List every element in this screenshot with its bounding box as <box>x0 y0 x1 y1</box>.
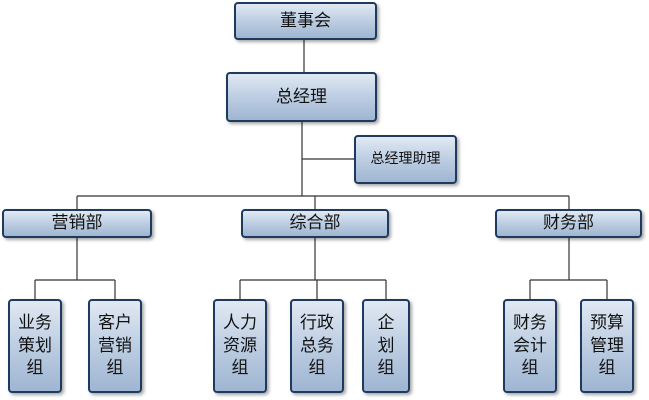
node-business-planning-group-label: 业务策划组 <box>18 312 52 379</box>
node-accounting-group: 财务会计组 <box>503 299 557 393</box>
node-general-manager: 总经理 <box>226 72 377 122</box>
node-marketing-dept: 营销部 <box>2 209 152 238</box>
node-chairman: 董事会 <box>234 2 377 40</box>
node-general-manager-label: 总经理 <box>276 86 327 107</box>
node-accounting-group-label: 财务会计组 <box>513 312 547 379</box>
node-hr-group: 人力资源组 <box>213 299 267 393</box>
node-gm-assistant: 总经理助理 <box>354 135 457 184</box>
node-general-dept: 综合部 <box>241 209 389 238</box>
node-admin-group: 行政总务组 <box>290 299 344 393</box>
node-planning-group-label: 企划组 <box>377 312 395 379</box>
node-finance-dept: 财务部 <box>495 209 642 238</box>
node-gm-assistant-label: 总经理助理 <box>370 151 441 168</box>
node-admin-group-label: 行政总务组 <box>300 312 334 379</box>
node-chairman-label: 董事会 <box>280 10 331 31</box>
node-finance-dept-label: 财务部 <box>543 213 594 234</box>
node-planning-group: 企划组 <box>362 299 410 393</box>
node-customer-marketing-group-label: 客户营销组 <box>98 312 132 379</box>
node-budget-group-label: 预算管理组 <box>590 312 624 379</box>
node-business-planning-group: 业务策划组 <box>8 299 62 393</box>
node-general-dept-label: 综合部 <box>289 213 341 234</box>
node-hr-group-label: 人力资源组 <box>223 312 257 379</box>
node-customer-marketing-group: 客户营销组 <box>88 299 142 393</box>
node-budget-group: 预算管理组 <box>580 299 634 393</box>
node-marketing-dept-label: 营销部 <box>51 213 103 234</box>
